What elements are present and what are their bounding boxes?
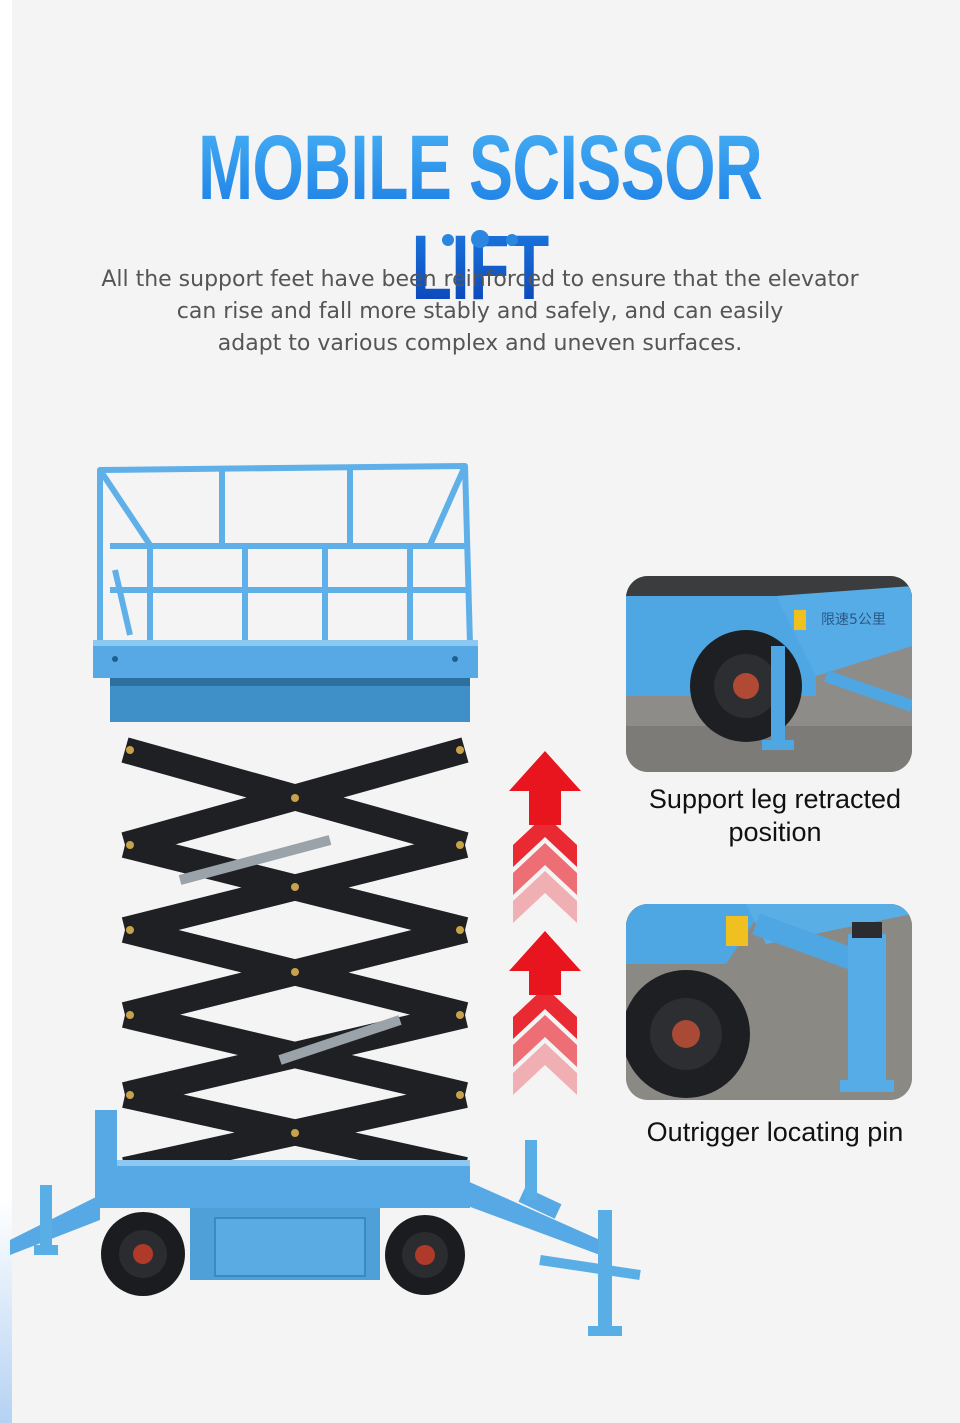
page-title: MOBILE SCISSOR LIFT (134, 118, 825, 318)
scissor-arms (121, 737, 469, 1183)
detail-caption-support-leg: Support leg retracted position (620, 783, 930, 849)
caption-line: position (728, 817, 822, 847)
guardrail (97, 463, 473, 648)
wheels (101, 1212, 465, 1296)
platform-deck (93, 640, 478, 678)
chassis (10, 1110, 641, 1336)
detail-photo-support-leg: 限速5公里 (626, 576, 912, 772)
caption-line: Support leg retracted (648, 784, 902, 814)
three-dots-divider-icon (440, 228, 520, 250)
detail-caption-outrigger-pin: Outrigger locating pin (620, 1116, 930, 1149)
description: All the support feet have been reinforce… (80, 264, 880, 360)
left-edge-glow (0, 1200, 12, 1423)
mobile-scissor-lift-image (10, 463, 641, 1336)
caption-line: Outrigger locating pin (646, 1117, 904, 1147)
description-line: can rise and fall more stably and safely… (176, 299, 784, 324)
detail-photo-outrigger-pin (626, 904, 912, 1100)
description-line: adapt to various complex and uneven surf… (217, 331, 743, 356)
left-edge-strip (0, 0, 12, 1423)
description-line: All the support feet have been reinforce… (101, 267, 859, 292)
plate-text: 限速5公里 (821, 612, 886, 628)
up-arrows-icon (509, 751, 581, 1095)
